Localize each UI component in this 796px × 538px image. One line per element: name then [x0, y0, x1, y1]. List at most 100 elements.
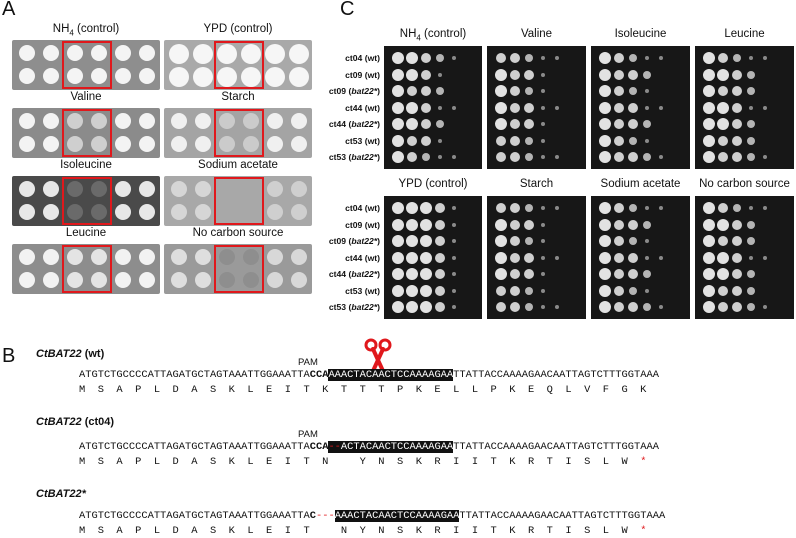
panel-c-spot	[524, 269, 534, 279]
seq1-gene: CtBAT22	[36, 348, 82, 360]
panel-c-spot	[659, 56, 663, 60]
panel-c-spot	[645, 105, 649, 110]
panel-c-strain-1-4: ct44 (bat22*)	[310, 269, 380, 279]
panel-c-strain-0-1: ct09 (wt)	[310, 70, 380, 80]
panel-c-spot	[495, 85, 507, 97]
panel-c-spot	[614, 69, 624, 80]
panel-a-label-3: Starch	[164, 91, 312, 103]
panel-c-spot	[420, 251, 432, 264]
panel-c-spot	[717, 218, 729, 231]
panel-c-spot	[599, 301, 611, 313]
panel-c-spot	[599, 235, 611, 247]
strain-paren-open: (	[362, 102, 368, 113]
panel-c-spot	[629, 54, 637, 62]
panel-c-spot	[643, 270, 651, 278]
panel-c-spot	[747, 70, 755, 79]
panel-c-spot	[524, 119, 534, 129]
panel-a-spot	[265, 67, 285, 87]
panel-c-spot	[392, 235, 404, 247]
panel-c-spot	[510, 53, 520, 63]
panel-c-spot	[525, 87, 533, 95]
panel-c-plate-0-1	[487, 46, 586, 169]
panel-c-spot	[452, 255, 456, 260]
panel-a-spot	[43, 113, 59, 129]
panel-c-spot	[435, 252, 445, 263]
panel-c-spot	[496, 152, 506, 162]
panel-c-spot	[420, 218, 432, 231]
panel-a-highlight-box-6	[62, 245, 112, 293]
panel-c-spot	[555, 56, 559, 60]
panel-c-spot	[392, 151, 404, 163]
panel-c-spot	[392, 85, 404, 97]
panel-a-label-1-text: YPD (control)	[203, 23, 273, 35]
panel-c-spot	[407, 86, 417, 96]
panel-c-spot	[406, 268, 418, 280]
panel-a-spot	[91, 249, 107, 265]
panel-c-spot	[629, 237, 637, 245]
seq3-gene: CtBAT22*	[36, 488, 86, 500]
panel-c-label-1-3-text: No carbon source	[699, 178, 790, 190]
panel-c-spot	[732, 86, 742, 96]
strain-name: ct09	[328, 236, 347, 246]
panel-c-spot	[717, 251, 729, 264]
panel-c-spot	[645, 239, 649, 243]
panel-a-spot	[139, 68, 155, 84]
strain-tag: wt	[367, 285, 378, 296]
panel-a-spot	[291, 136, 307, 152]
panel-c-spot	[406, 218, 418, 231]
strain-paren-close: )	[377, 236, 380, 246]
strain-tag: bat22*	[351, 302, 378, 312]
panel-a-plate-2	[12, 108, 160, 158]
panel-a-spot	[19, 68, 35, 84]
panel-a-spot	[291, 204, 307, 220]
panel-a-label-0-sub: 4	[69, 28, 74, 38]
panel-c-spot	[732, 302, 742, 312]
seq3-dna-deletion: ---	[315, 510, 335, 522]
seq1-protein: M S A P L D A S K L E I T K T T T P K E …	[79, 384, 647, 396]
panel-c-spot	[732, 69, 742, 80]
panel-c-spot	[406, 68, 418, 81]
panel-c-spot	[392, 284, 404, 297]
panel-c-spot	[629, 286, 637, 295]
panel-a-spot	[217, 67, 237, 87]
panel-c-label-0-3: Leucine	[695, 28, 794, 40]
panel-c-spot	[614, 152, 624, 162]
panel-c-spot	[599, 68, 611, 81]
panel-c-spot	[614, 203, 624, 213]
panel-c-spot	[435, 236, 445, 246]
pam-label-2: PAM	[298, 429, 318, 440]
panel-a-plate-5	[164, 176, 312, 226]
panel-a-spot	[267, 181, 283, 197]
panel-a-spot	[171, 204, 187, 220]
panel-a-spot	[217, 44, 237, 64]
seq1-dna-pre: ATGTCTGCCCCATTAGATGCTAGTAAATTGGAAATTA	[79, 369, 310, 381]
panel-c-spot	[747, 303, 755, 311]
panel-a-label-0-text: NH	[52, 23, 70, 35]
seq3-dna-pre: ATGTCTGCCCCATTAGATGCTAGTAAATTGGAAATTA	[79, 510, 310, 522]
panel-a-spot	[139, 181, 155, 197]
strain-paren-open: (	[362, 69, 368, 80]
strain-tag: wt	[367, 252, 378, 263]
panel-c-spot	[436, 120, 444, 128]
panel-c-spot	[392, 251, 404, 264]
panel-c-spot	[436, 87, 444, 95]
seq3-protein: M S A P L D A S K L E I T N Y N S K R I …	[79, 525, 646, 537]
panel-c-spot	[555, 105, 559, 110]
panel-c-spot	[703, 218, 715, 231]
strain-paren-open: (	[362, 203, 368, 213]
panel-c-spot	[599, 101, 611, 114]
panel-a-spot	[43, 45, 59, 61]
strain-paren-close: )	[377, 252, 380, 263]
strain-tag: wt	[367, 69, 378, 80]
panel-a-label-7-text: No carbon source	[192, 227, 284, 239]
panel-c-spot	[732, 119, 742, 129]
panel-c-spot	[510, 236, 520, 246]
scissors-icon	[364, 338, 392, 372]
panel-c-spot	[703, 52, 715, 64]
panel-c-spot	[541, 239, 545, 243]
panel-c-spot	[614, 119, 624, 129]
panel-a-spot	[219, 113, 235, 129]
panel-a-spot	[115, 204, 131, 220]
panel-c-spot	[555, 206, 559, 210]
panel-a-spot	[115, 113, 131, 129]
